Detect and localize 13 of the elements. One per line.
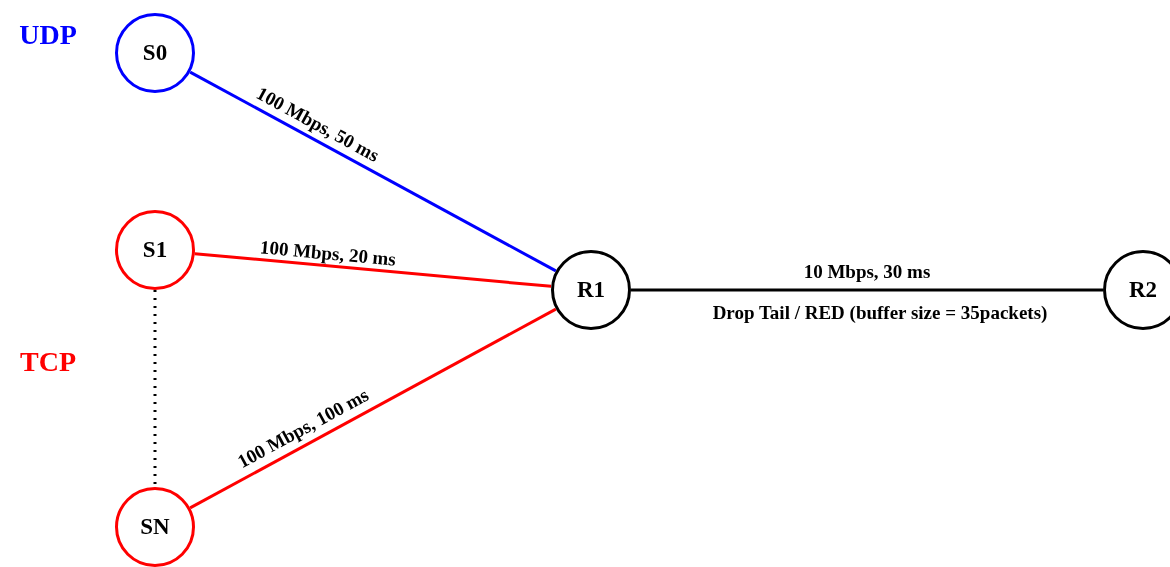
queue-label: Drop Tail / RED (buffer size = 35packets)	[712, 302, 1048, 322]
node-label: S1	[142, 235, 168, 264]
node-label: SN	[140, 512, 170, 541]
link-line	[631, 288, 1103, 292]
node-label: S0	[142, 38, 168, 67]
node-label: R1	[576, 275, 606, 304]
dotted-link	[153, 290, 157, 487]
link-line	[189, 70, 557, 273]
link-line	[189, 307, 557, 510]
node-label: R2	[1128, 275, 1158, 304]
link-line	[194, 252, 552, 288]
protocol-label: UDP	[19, 21, 77, 49]
protocol-label: TCP	[20, 348, 76, 376]
